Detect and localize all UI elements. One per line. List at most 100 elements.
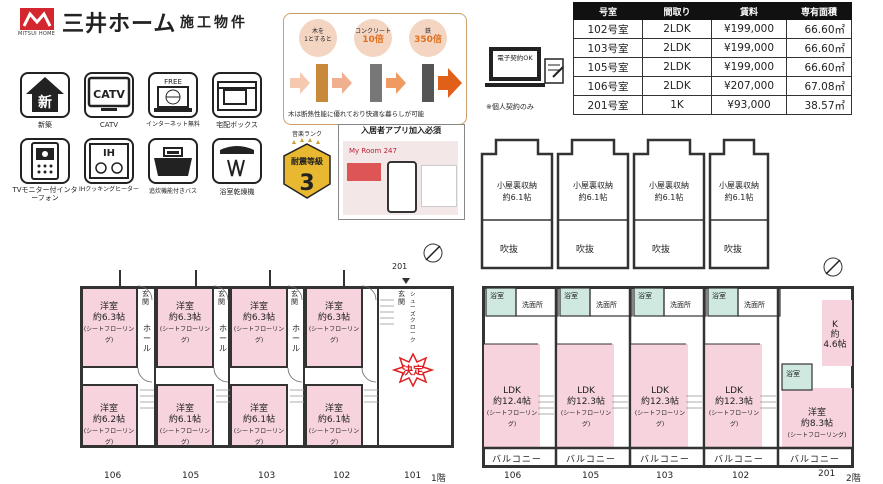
svg-text:耐震等級: 耐震等級 — [291, 156, 323, 166]
void-label: 吹抜 — [724, 245, 743, 255]
seismic-rank-badge: 音楽ランク 耐震等級 3 — [280, 128, 335, 200]
room-label: 洋室約6.3帖(シートフローリング) — [159, 302, 211, 344]
room-105-lower — [156, 384, 214, 448]
catv-icon: CATV — [84, 72, 134, 118]
genkan-label: 玄関 — [291, 290, 298, 306]
insulation-diagram — [290, 64, 462, 102]
decided-stamp: 決定 — [391, 352, 435, 388]
ih-cooktop-icon: IH — [84, 138, 134, 184]
balcony-label: バルコニー — [492, 455, 542, 465]
balcony-label: バルコニー — [640, 455, 690, 465]
room-201-label: 洋室約8.3帖(シートフローリング) — [787, 408, 847, 439]
col-header: 賃料 — [711, 2, 787, 20]
unit-number: 201 — [818, 469, 836, 479]
unit-number: 106 — [104, 471, 122, 481]
cell: 106号室 — [573, 76, 643, 96]
room-label: 洋室約6.3帖(シートフローリング) — [308, 302, 360, 344]
ldk-103 — [632, 344, 688, 448]
room-label: 洋室約6.3帖(シートフローリング) — [233, 302, 285, 344]
svg-text:音楽ランク: 音楽ランク — [292, 130, 322, 138]
col-header: 間取り — [642, 2, 712, 20]
feature-label: CATV — [99, 121, 119, 129]
room-103-lower — [230, 384, 288, 448]
wash-label: 洗面所 — [670, 301, 691, 309]
attic-label: 小屋裏収納約6.1帖 — [573, 181, 613, 202]
bath-dryer-icon — [212, 138, 262, 184]
svg-text:IH: IH — [103, 148, 115, 159]
wash-label: 洗面所 — [522, 301, 543, 309]
balcony-label: バルコニー — [566, 455, 616, 465]
room-label: 洋室約6.2帖(シートフローリング) — [83, 404, 135, 446]
bath-label: 浴室 — [564, 292, 578, 300]
svg-text:CATV: CATV — [93, 88, 125, 101]
feature-label: インターネット無料 — [145, 121, 200, 128]
room-label: 洋室約6.3帖(シートフローリング) — [83, 302, 135, 344]
cell: 2LDK — [642, 38, 712, 58]
cell: 1K — [642, 95, 712, 115]
hall-label: ホール — [219, 324, 227, 353]
shoes-closet-label: シューズクローク — [410, 292, 416, 344]
attic-label: 小屋裏収納約6.1帖 — [497, 181, 537, 202]
void-label: 吹抜 — [576, 245, 595, 255]
room-106-upper — [80, 286, 138, 368]
cell: 103号室 — [573, 38, 643, 58]
attic-walls — [480, 138, 770, 270]
unit-number: 105 — [182, 471, 200, 481]
cell: 2LDK — [642, 76, 712, 96]
unit-number: 106 — [504, 471, 522, 481]
hall-label: ホール — [143, 324, 151, 353]
wash-label: 洗面所 — [596, 301, 617, 309]
cell: 201号室 — [573, 95, 643, 115]
qr-code-icon — [421, 165, 457, 207]
feature-label: IHクッキングヒーター — [78, 186, 140, 193]
room-201 — [782, 388, 852, 448]
compass-north-icon — [423, 243, 443, 263]
page-subtitle: 施工物件 — [180, 15, 248, 31]
cell: ¥199,000 — [711, 57, 787, 77]
delivery-box-icon — [212, 72, 262, 118]
attic-label: 小屋裏収納約6.1帖 — [649, 181, 689, 202]
genkan-label: 玄関 — [142, 290, 149, 306]
unit-number: 102 — [333, 471, 351, 481]
room-label: 洋室約6.1帖(シートフローリング) — [308, 404, 360, 446]
unit-number: 102 — [732, 471, 750, 481]
room-102-lower — [305, 384, 363, 448]
genkan-label: 玄関 — [398, 290, 405, 306]
ldk-105 — [558, 344, 614, 448]
attic-label: 小屋裏収納約6.1帖 — [719, 181, 759, 202]
cell: 105号室 — [573, 57, 643, 77]
svg-text:FREE: FREE — [164, 78, 182, 86]
cell: 67.08㎡ — [786, 76, 852, 96]
feature-label: 浴室乾燥機 — [219, 188, 255, 196]
wash-label: 洗面所 — [744, 301, 765, 309]
phone-icon — [387, 161, 417, 213]
void-label: 吹抜 — [652, 245, 671, 255]
room-label: 洋室約6.1帖(シートフローリング) — [159, 404, 211, 446]
feature-label: 追炊機能付きバス — [148, 188, 197, 195]
floor2-walls — [482, 286, 854, 468]
unit-number: 103 — [258, 471, 276, 481]
floor-label: 1階 — [431, 474, 446, 484]
svg-text:新: 新 — [38, 94, 52, 111]
cell: 2LDK — [642, 19, 712, 39]
kitchen-201 — [822, 300, 852, 366]
contract-screen-text: 電子契約OK — [497, 54, 533, 62]
contract-note: ※個人契約のみ — [486, 103, 534, 111]
app-name: My Room 247 — [349, 147, 397, 155]
internet-icon: FREE — [148, 72, 198, 118]
bath-icon — [148, 138, 198, 184]
app-banner: My Room 247 — [338, 124, 465, 220]
hall-label: ホール — [292, 324, 300, 353]
cell: ¥199,000 — [711, 19, 787, 39]
table-header-row: 号室 間取り 賃料 専有面積 — [573, 2, 852, 20]
col-header: 号室 — [573, 2, 643, 20]
